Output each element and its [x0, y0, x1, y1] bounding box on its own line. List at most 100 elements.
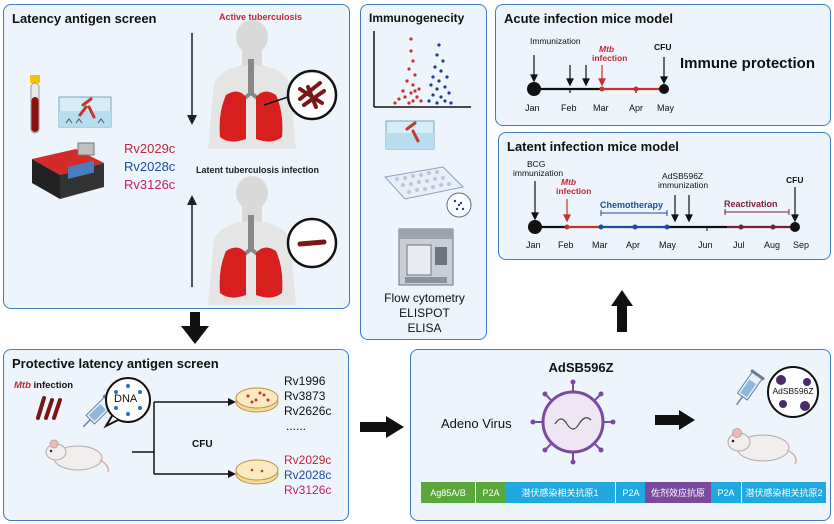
antigen-rv2029c: Rv2029c: [124, 141, 176, 156]
culture-dish-icon: [385, 120, 435, 150]
mtb-bacteria-icon: [36, 396, 62, 420]
protective-mtb-label: Mtb infection: [14, 380, 73, 391]
protective-mtb-text: Mtb: [14, 380, 31, 391]
acute-infection-panel: Acute infection mice model Immunization …: [495, 4, 831, 126]
latent-bcg-label: BCG: [527, 159, 546, 169]
latent-infection-panel: Latent infection mice model BCG immuniza…: [498, 132, 831, 260]
up-arrow-icon: [187, 195, 197, 287]
latent-month-apr: Apr: [626, 240, 641, 250]
adenovirus-icon: [530, 379, 616, 465]
latent-bcg-immunization-label: immunization: [513, 168, 564, 178]
acute-timeline: [527, 55, 669, 96]
petri-dish-bottom-icon: [235, 459, 279, 485]
cell-dish-icon: [58, 96, 112, 128]
flow-cytometer-icon: [398, 228, 454, 286]
method-elisa: ELISA: [407, 321, 442, 335]
adsb-badge-label: AdSB596Z: [772, 386, 814, 396]
dna-label: DNA: [114, 393, 138, 405]
selected-rv3126c: Rv3126c: [284, 483, 332, 497]
active-tb-lungs-icon: [208, 20, 296, 149]
latent-month-jun: Jun: [698, 240, 713, 250]
candidate-rv3873: Rv3873: [284, 389, 326, 403]
latent-adsb-label: AdSB596Z: [662, 171, 704, 181]
selected-rv2028c: Rv2028c: [284, 468, 332, 482]
candidate-rv2626c: Rv2626c: [284, 404, 332, 418]
flow-down-arrow-icon: [181, 312, 209, 344]
construct-adjuvant-antigen: 佐剂效应抗原: [645, 482, 711, 503]
latent-month-sep: Sep: [793, 240, 810, 250]
adeno-text: Adeno: [441, 416, 479, 431]
protective-panel-title: Protective latency antigen screen: [12, 356, 219, 371]
construct-latent-antigen-1: 潜伏感染相关抗原1: [505, 482, 615, 503]
plate-reader-icon: [32, 142, 104, 199]
latent-month-may: May: [659, 240, 677, 250]
acute-panel-title: Acute infection mice model: [504, 11, 674, 26]
acute-month-may: May: [657, 103, 675, 113]
acute-month-apr: Apr: [629, 103, 644, 113]
acute-mtb-label: Mtb: [599, 44, 615, 54]
acute-immunization-label: Immunization: [530, 36, 581, 46]
adeno-virus-label: Adeno Virus: [441, 416, 512, 431]
protective-infection-text: infection: [30, 380, 74, 391]
protective-screen-panel: Protective latency antigen screen Mtb in…: [3, 349, 349, 521]
adsb-panel-title: AdSB596Z: [548, 360, 614, 375]
antigen-rv3126c: Rv3126c: [124, 177, 176, 192]
construct-ag85ab: Ag85A/B: [421, 482, 475, 503]
construct-p2a-2: P2A: [615, 482, 646, 503]
adsb-badge-circle-icon: [767, 366, 819, 418]
adsb-right-arrow-icon: [655, 410, 695, 430]
latent-month-jan: Jan: [526, 240, 541, 250]
latent-mtb-label: Mtb: [561, 177, 577, 187]
adsb-syringe-icon: [736, 369, 766, 406]
construct-p2a-1: P2A: [475, 482, 506, 503]
vector-construct-bar: Ag85A/B P2A 潜伏感染相关抗原1 P2A 佐剂效应抗原 P2A 潜伏感…: [421, 482, 826, 503]
down-arrow-icon: [187, 33, 197, 125]
magnified-single-bacterium-icon: [286, 217, 338, 269]
latency-antigen-screen-panel: Latency antigen screen Active tuberculos…: [3, 4, 350, 309]
virus-text: Virus: [478, 416, 512, 431]
reactivation-label: Reactivation: [724, 199, 778, 209]
latent-panel-title: Latent infection mice model: [507, 139, 679, 154]
screen-branch-lines: [132, 398, 236, 478]
immunogenicity-panel: Immunogenecity: [360, 4, 487, 340]
construct-p2a-3: P2A: [711, 482, 741, 503]
candidate-rv1996: Rv1996: [284, 374, 326, 388]
latent-month-jul: Jul: [733, 240, 745, 250]
chemotherapy-label: Chemotherapy: [600, 200, 664, 210]
candidate-ellipsis: ......: [286, 419, 307, 433]
latent-month-aug: Aug: [764, 240, 781, 250]
dna-bubble-icon: [103, 377, 151, 429]
petri-dish-top-icon: [235, 387, 279, 413]
scatter-plot-icon: [373, 31, 471, 108]
method-flow-cytometry: Flow cytometry: [384, 291, 465, 305]
acute-month-feb: Feb: [561, 103, 577, 113]
latent-month-feb: Feb: [558, 240, 574, 250]
construct-latent-antigen-2: 潜伏感染相关抗原2: [741, 482, 826, 503]
method-elispot: ELISPOT: [399, 306, 450, 320]
acute-month-mar: Mar: [593, 103, 609, 113]
antigen-rv2028c: Rv2028c: [124, 159, 176, 174]
latent-adsb-immunization-label: immunization: [658, 180, 709, 190]
acute-infection-label: infection: [592, 53, 628, 63]
immune-protection-label: Immune protection: [680, 55, 816, 72]
latency-panel-title: Latency antigen screen: [12, 11, 157, 26]
acute-month-jan: Jan: [525, 103, 540, 113]
latent-tb-label: Latent tuberculosis infection: [196, 165, 320, 175]
adsb596z-panel: AdSB596Z Adeno Virus AdSB596Z: [410, 349, 831, 521]
latent-tb-lungs-icon: [208, 176, 296, 305]
magnified-bacteria-cluster-icon: [286, 69, 338, 121]
active-tb-label: Active tuberculosis: [219, 12, 303, 22]
magnifier-line-icon: [263, 96, 289, 106]
flow-up-arrow-icon: [611, 290, 633, 332]
immunogenicity-title: Immunogenecity: [369, 11, 465, 25]
acute-cfu-label: CFU: [654, 42, 672, 52]
protective-cfu-label: CFU: [192, 439, 213, 450]
flow-right-arrow-icon: [360, 416, 404, 438]
latent-month-mar: Mar: [592, 240, 608, 250]
vaccinated-mouse-icon: [727, 428, 797, 465]
latent-cfu-label: CFU: [786, 175, 804, 185]
mouse-icon: [45, 439, 110, 473]
blood-tube-icon: [30, 75, 40, 134]
latent-infection-label: infection: [556, 186, 592, 196]
selected-rv2029c: Rv2029c: [284, 453, 332, 467]
